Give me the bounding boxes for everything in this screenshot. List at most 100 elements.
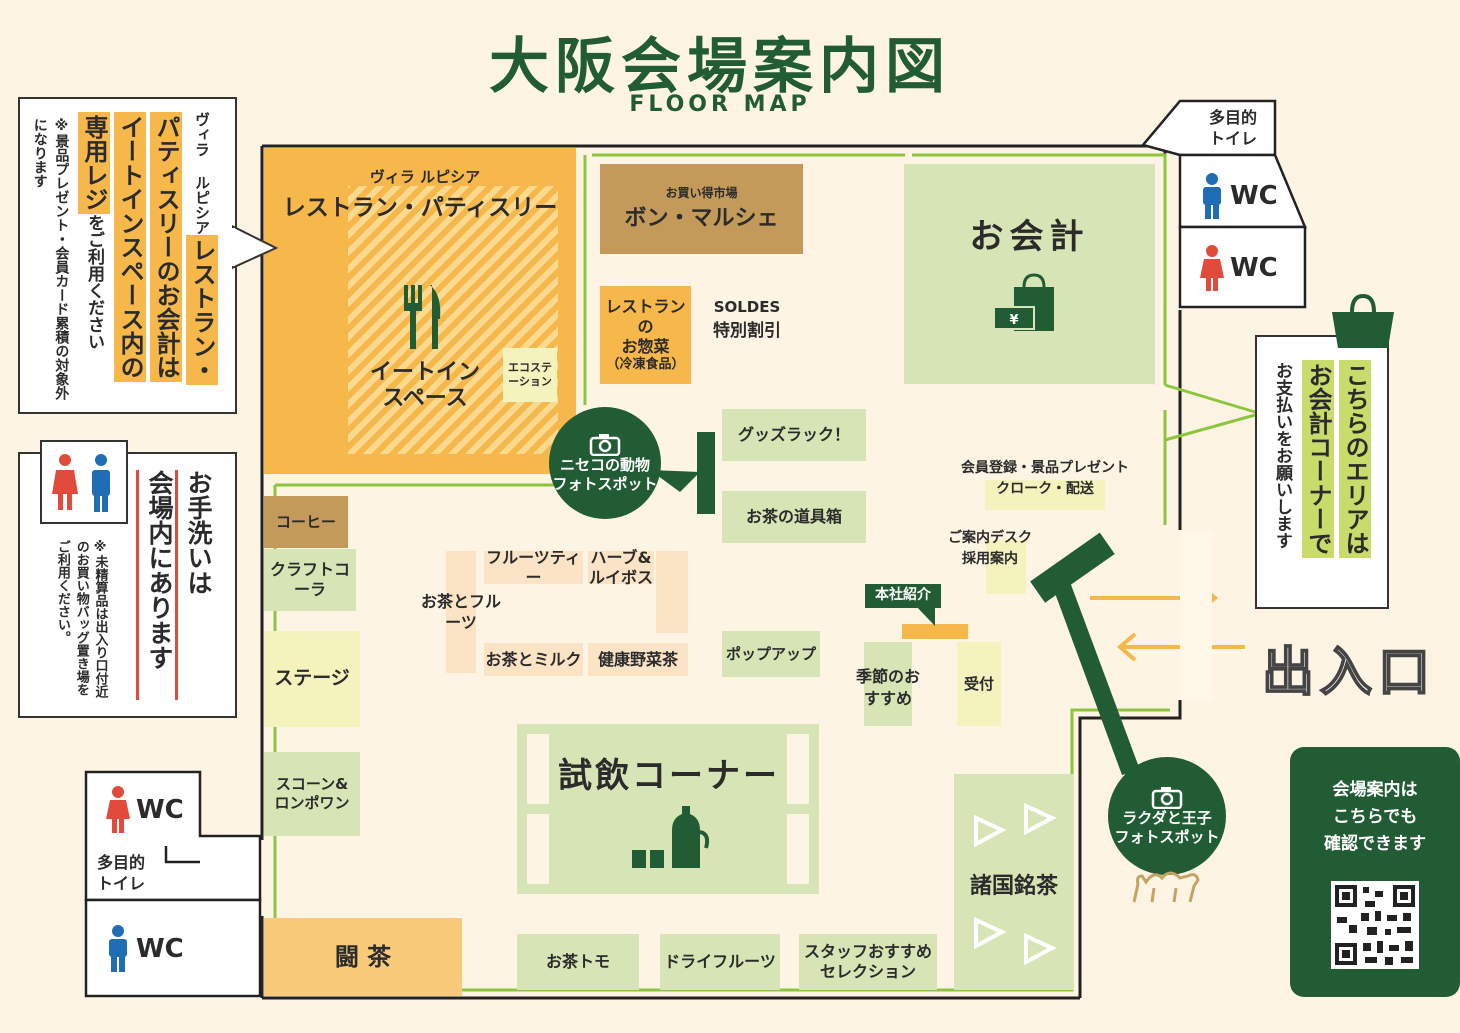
desk-bg [986,540,1026,594]
tea-tomo-booth: お茶トモ [517,934,639,990]
stage-label: ステージ [274,667,350,690]
goods-label: グッズラック！ [737,425,850,444]
tea-shelf-right [656,551,688,633]
eatin-label: イートインスペース [369,360,480,412]
checkout-area: お会計 ¥ [904,164,1155,384]
desk-label-b: 採用案内 [962,551,1018,567]
camera-icon [1151,786,1183,809]
callout-line4: 専用レジをご利用ください [77,112,112,402]
tea-fruit-booth: お茶とフルーツ [420,592,502,634]
deli-label-a: レストラン [605,296,686,316]
tea-milk-label: お茶とミルク [485,649,582,669]
right-wc-female: WC [1198,244,1278,292]
camel-icon [1132,871,1200,903]
callout-line2-text: パティスリーのお会計は [150,112,182,382]
callout-line4-b: をご利用ください [84,214,104,350]
tea-milk-booth: お茶とミルク [484,643,583,676]
coffee-label: コーヒー [275,512,336,531]
male-icon [1203,173,1221,219]
wc-label: WC [1230,181,1278,211]
health-tea-booth: 健康野菜茶 [588,643,688,676]
callout-line3: イートインスペース内の [113,112,148,402]
restaurant-name-label: レストラン・パティスリー [282,195,558,221]
member-label-a: 会員登録・景品プレゼント [961,460,1129,476]
goods-rack-booth: グッズラック！ [722,409,866,461]
qr-line2: こちらでも [1332,807,1418,828]
popup-booth: ポップアップ [722,631,820,677]
checkout-label: お会計 [969,217,1090,257]
teapot-icon [632,806,710,868]
callout-pointer [232,224,279,270]
herb-booth: ハーブ&ルイボス [588,548,654,587]
wc-label: WC [136,795,184,825]
deli-label-c: お惣菜 [621,336,670,356]
checkout-callout-line2: お会計コーナーで [1301,360,1336,590]
handwash-line-b: 会場内にあります [136,470,177,700]
callout-line4-a: 専用レジ [78,112,110,214]
popup-label: ポップアップ [725,644,816,663]
reception-desk: 受付 [957,642,1001,726]
reception-label: 受付 [963,674,994,693]
tea-tools-booth: お茶の道具箱 [722,491,866,543]
cutlery-icon [404,285,441,349]
callout-line2: パティスリーのお会計は [149,112,184,402]
callout-note: ※景品プレゼント・会員カード累積の対象外になります [31,118,70,400]
play-arrows-icon [974,802,1057,966]
deli-booth: レストラン の お惣菜 （冷凍食品） [600,286,691,384]
right-restroom-outline [1140,99,1307,309]
eco-station: エコステーション [503,348,557,402]
page-title: 大阪会場案内図 [489,32,951,102]
bon-marche-booth: お買い得市場 ボン・マルシェ [600,164,803,254]
fruit-tea-booth: フルーツティー [484,548,583,587]
tocha-label: 闘 茶 [334,943,392,971]
callout-line1: ヴィラ ルピシアレストラン・ [185,112,220,402]
eatin-space [348,186,558,454]
coffee-booth: コーヒー [264,496,348,548]
shopping-bag-icon: ¥ [992,272,1054,331]
qr-code-icon[interactable] [1331,880,1419,969]
camel-photospot: ラクダと王子 フォトスポット [1108,757,1226,875]
checkout-callout-line2-text: お会計コーナーで [1302,360,1334,558]
deli-label-d: （冷凍食品） [606,356,685,372]
checkout-callout-line1-text: こちらのエリアは [1339,360,1371,558]
female-icon [106,786,130,833]
wc-label: WC [136,934,184,964]
dry-fruit-booth: ドライフルーツ [660,934,780,990]
niseko-label-a: ニセコの動物 [559,455,650,474]
member-area-bg [985,480,1105,510]
stage-area: ステージ [264,631,360,727]
checkout-callout-line3: お支払いをお願いします [1272,362,1292,549]
hq-intro: 本社紹介 [865,584,941,608]
tocha-booth: 闘 茶 [264,918,462,996]
qr-text: 会場案内は こちらでも 確認できます [1290,777,1460,859]
soldes-label-b: 特別割引 [713,321,781,341]
male-icon [109,925,127,972]
multi-label-b: トイレ [97,873,146,893]
restroom-sign [40,440,128,524]
tea-fruit-label: お茶とフルーツ [420,592,501,632]
entrance-label: 出入口 [1261,642,1437,704]
multi-label-a: 多目的 [1208,108,1257,127]
tomo-label: お茶トモ [545,952,610,971]
callout-line1-b: レストラン・ [186,235,218,385]
camera-icon [589,433,621,456]
qr-line1: 会場案内は [1332,780,1418,800]
season-booth [864,642,912,726]
wc-label: WC [1230,253,1278,283]
camel-label-a: ラクダと王子 [1122,808,1212,827]
svg-text:¥: ¥ [1009,313,1018,328]
shopping-bag-icon [1332,293,1394,348]
season-label: 季節のおすすめ [855,667,920,708]
qr-line3: 確認できます [1324,834,1426,855]
craft-cola-booth: クラフトコーラ [264,549,356,611]
info-desk: ご案内デスク 採用案内 [940,528,1040,570]
left-multi-toilet: 多目的 トイレ [97,853,145,895]
bon-label: ボン・マルシェ [624,205,779,231]
handwash-line-a: お手洗いは [175,470,216,700]
camel-label-b: フォトスポット [1114,828,1220,846]
female-icon [1200,245,1224,291]
handwash-note: ※未精算品は出入り口付近のお買い物バッグ置き場をご利用ください。 [54,540,108,698]
tasting-label: 試飲コーナー [558,756,780,796]
tea-shelf-left [446,551,476,673]
